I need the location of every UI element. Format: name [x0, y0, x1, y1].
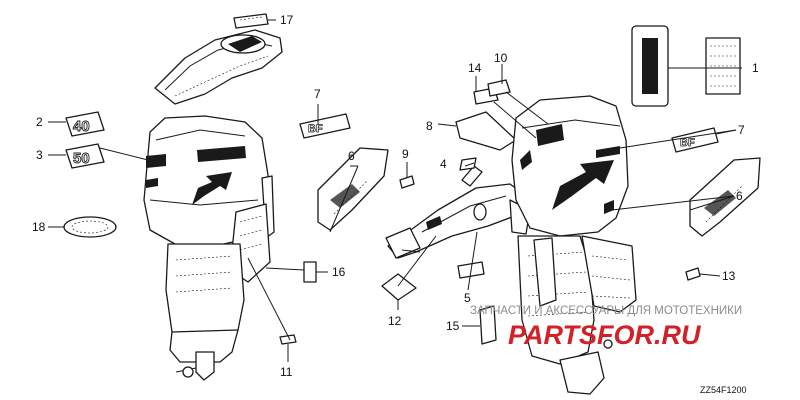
oval-emblem [63, 216, 117, 238]
callout-14: 14 [468, 61, 482, 75]
watermark-brand: PARTSFOR.RU [508, 320, 702, 350]
sticker-sheet [631, 25, 741, 107]
callout-15: 15 [446, 319, 460, 333]
callout-7-right: 7 [738, 123, 745, 137]
model-badge-50: 50 [65, 143, 105, 169]
callout-18: 18 [32, 220, 46, 234]
callout-10: 10 [494, 51, 508, 65]
callout-11: 11 [280, 365, 293, 379]
watermark: ЗАПЧАСТИ И АКСЕССУАРЫ ДЛЯ МОТОТЕХНИКИ PA… [470, 305, 742, 350]
decal-10 [487, 79, 511, 97]
decal-8 [455, 111, 517, 151]
brand-logo-left: BF [299, 113, 351, 139]
label-11 [279, 334, 297, 345]
callout-9: 9 [402, 147, 409, 161]
watermark-tagline: ЗАПЧАСТИ И АКСЕССУАРЫ ДЛЯ МОТОТЕХНИКИ [470, 305, 742, 317]
diagram-code: ZZ54F1200 [700, 385, 747, 395]
callout-1: 1 [752, 61, 759, 75]
label-16 [303, 261, 317, 283]
decal-12 [381, 273, 417, 301]
model-badge-40: 40 [65, 111, 105, 137]
callout-4: 4 [440, 157, 447, 171]
callout-5: 5 [464, 291, 471, 305]
callout-labels: 1 2 3 4 5 6 6 7 7 8 9 10 11 12 13 14 15 … [32, 13, 759, 379]
brand-logo-right-text: BF [680, 137, 695, 149]
label-15 [479, 305, 497, 345]
callout-13: 13 [722, 269, 736, 283]
part-17-decal [233, 13, 269, 29]
left-outboard-motor [143, 115, 275, 381]
tiller-handle [385, 165, 531, 259]
callout-3: 3 [36, 148, 43, 162]
badge-50-text: 50 [73, 150, 90, 167]
badge-40-text: 40 [73, 118, 90, 135]
brand-logo-right: BF [671, 127, 719, 153]
callout-7-left: 7 [314, 87, 321, 101]
label-13 [685, 267, 701, 281]
callout-17: 17 [280, 13, 294, 27]
brand-logo-left-text: BF [308, 123, 323, 135]
callout-2: 2 [36, 115, 43, 129]
leader-lines [48, 19, 742, 362]
decal-4 [459, 157, 477, 171]
callout-16: 16 [332, 265, 346, 279]
callout-6-right: 6 [736, 189, 743, 203]
callout-6-left: 6 [348, 149, 355, 163]
callout-12: 12 [388, 314, 402, 328]
callout-8: 8 [426, 119, 433, 133]
right-outboard-motor [511, 95, 637, 395]
top-cover-part [154, 13, 283, 105]
decal-9 [399, 175, 415, 189]
